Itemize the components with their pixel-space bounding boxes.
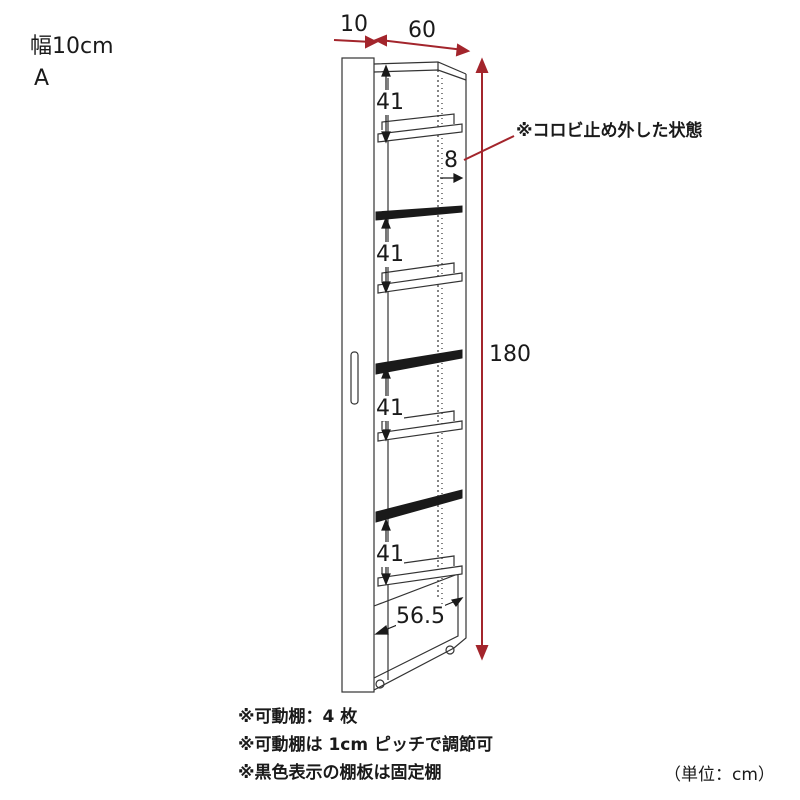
- fixed-shelf: [375, 205, 463, 221]
- unit-label: （単位：cm）: [664, 765, 775, 785]
- shelf-depth-label: 60: [408, 18, 436, 43]
- callout-text: ※コロビ止め外した状態: [516, 121, 703, 141]
- variant-label: A: [34, 66, 50, 91]
- width-label: 幅10cm: [30, 34, 114, 59]
- height-label: 180: [489, 342, 531, 367]
- shelf-depth-dimension: [379, 39, 465, 51]
- callout-leader-line: [463, 135, 515, 161]
- back-frame: [373, 74, 467, 691]
- note-line: ※可動棚は 1cm ピッチで調節可: [238, 735, 493, 755]
- note-line: ※黒色表示の棚板は固定棚: [238, 763, 442, 783]
- wheel-icon: [445, 645, 455, 655]
- movable-shelf: [377, 262, 463, 294]
- fixed-shelf: [375, 489, 463, 523]
- fixed-shelf: [375, 349, 463, 375]
- note-line: ※可動棚：4 枚: [238, 707, 358, 727]
- shelf-spacing-label: 41: [376, 396, 404, 421]
- bottom-shelf: [373, 573, 459, 679]
- movable-shelf: [377, 113, 463, 143]
- movable-shelf: [377, 410, 463, 442]
- stopper-gap-label: 8: [444, 148, 458, 173]
- shelf-spacing-label: 41: [376, 242, 404, 267]
- shelf-spacing-label: 41: [376, 542, 404, 567]
- inner-width-label: 56.5: [396, 604, 445, 629]
- wheel-icon: [375, 679, 385, 689]
- movable-shelf: [377, 555, 463, 587]
- handle-icon: [350, 351, 359, 405]
- shelf-spacing-label: 41: [376, 90, 404, 115]
- side-depth-label: 10: [340, 12, 368, 37]
